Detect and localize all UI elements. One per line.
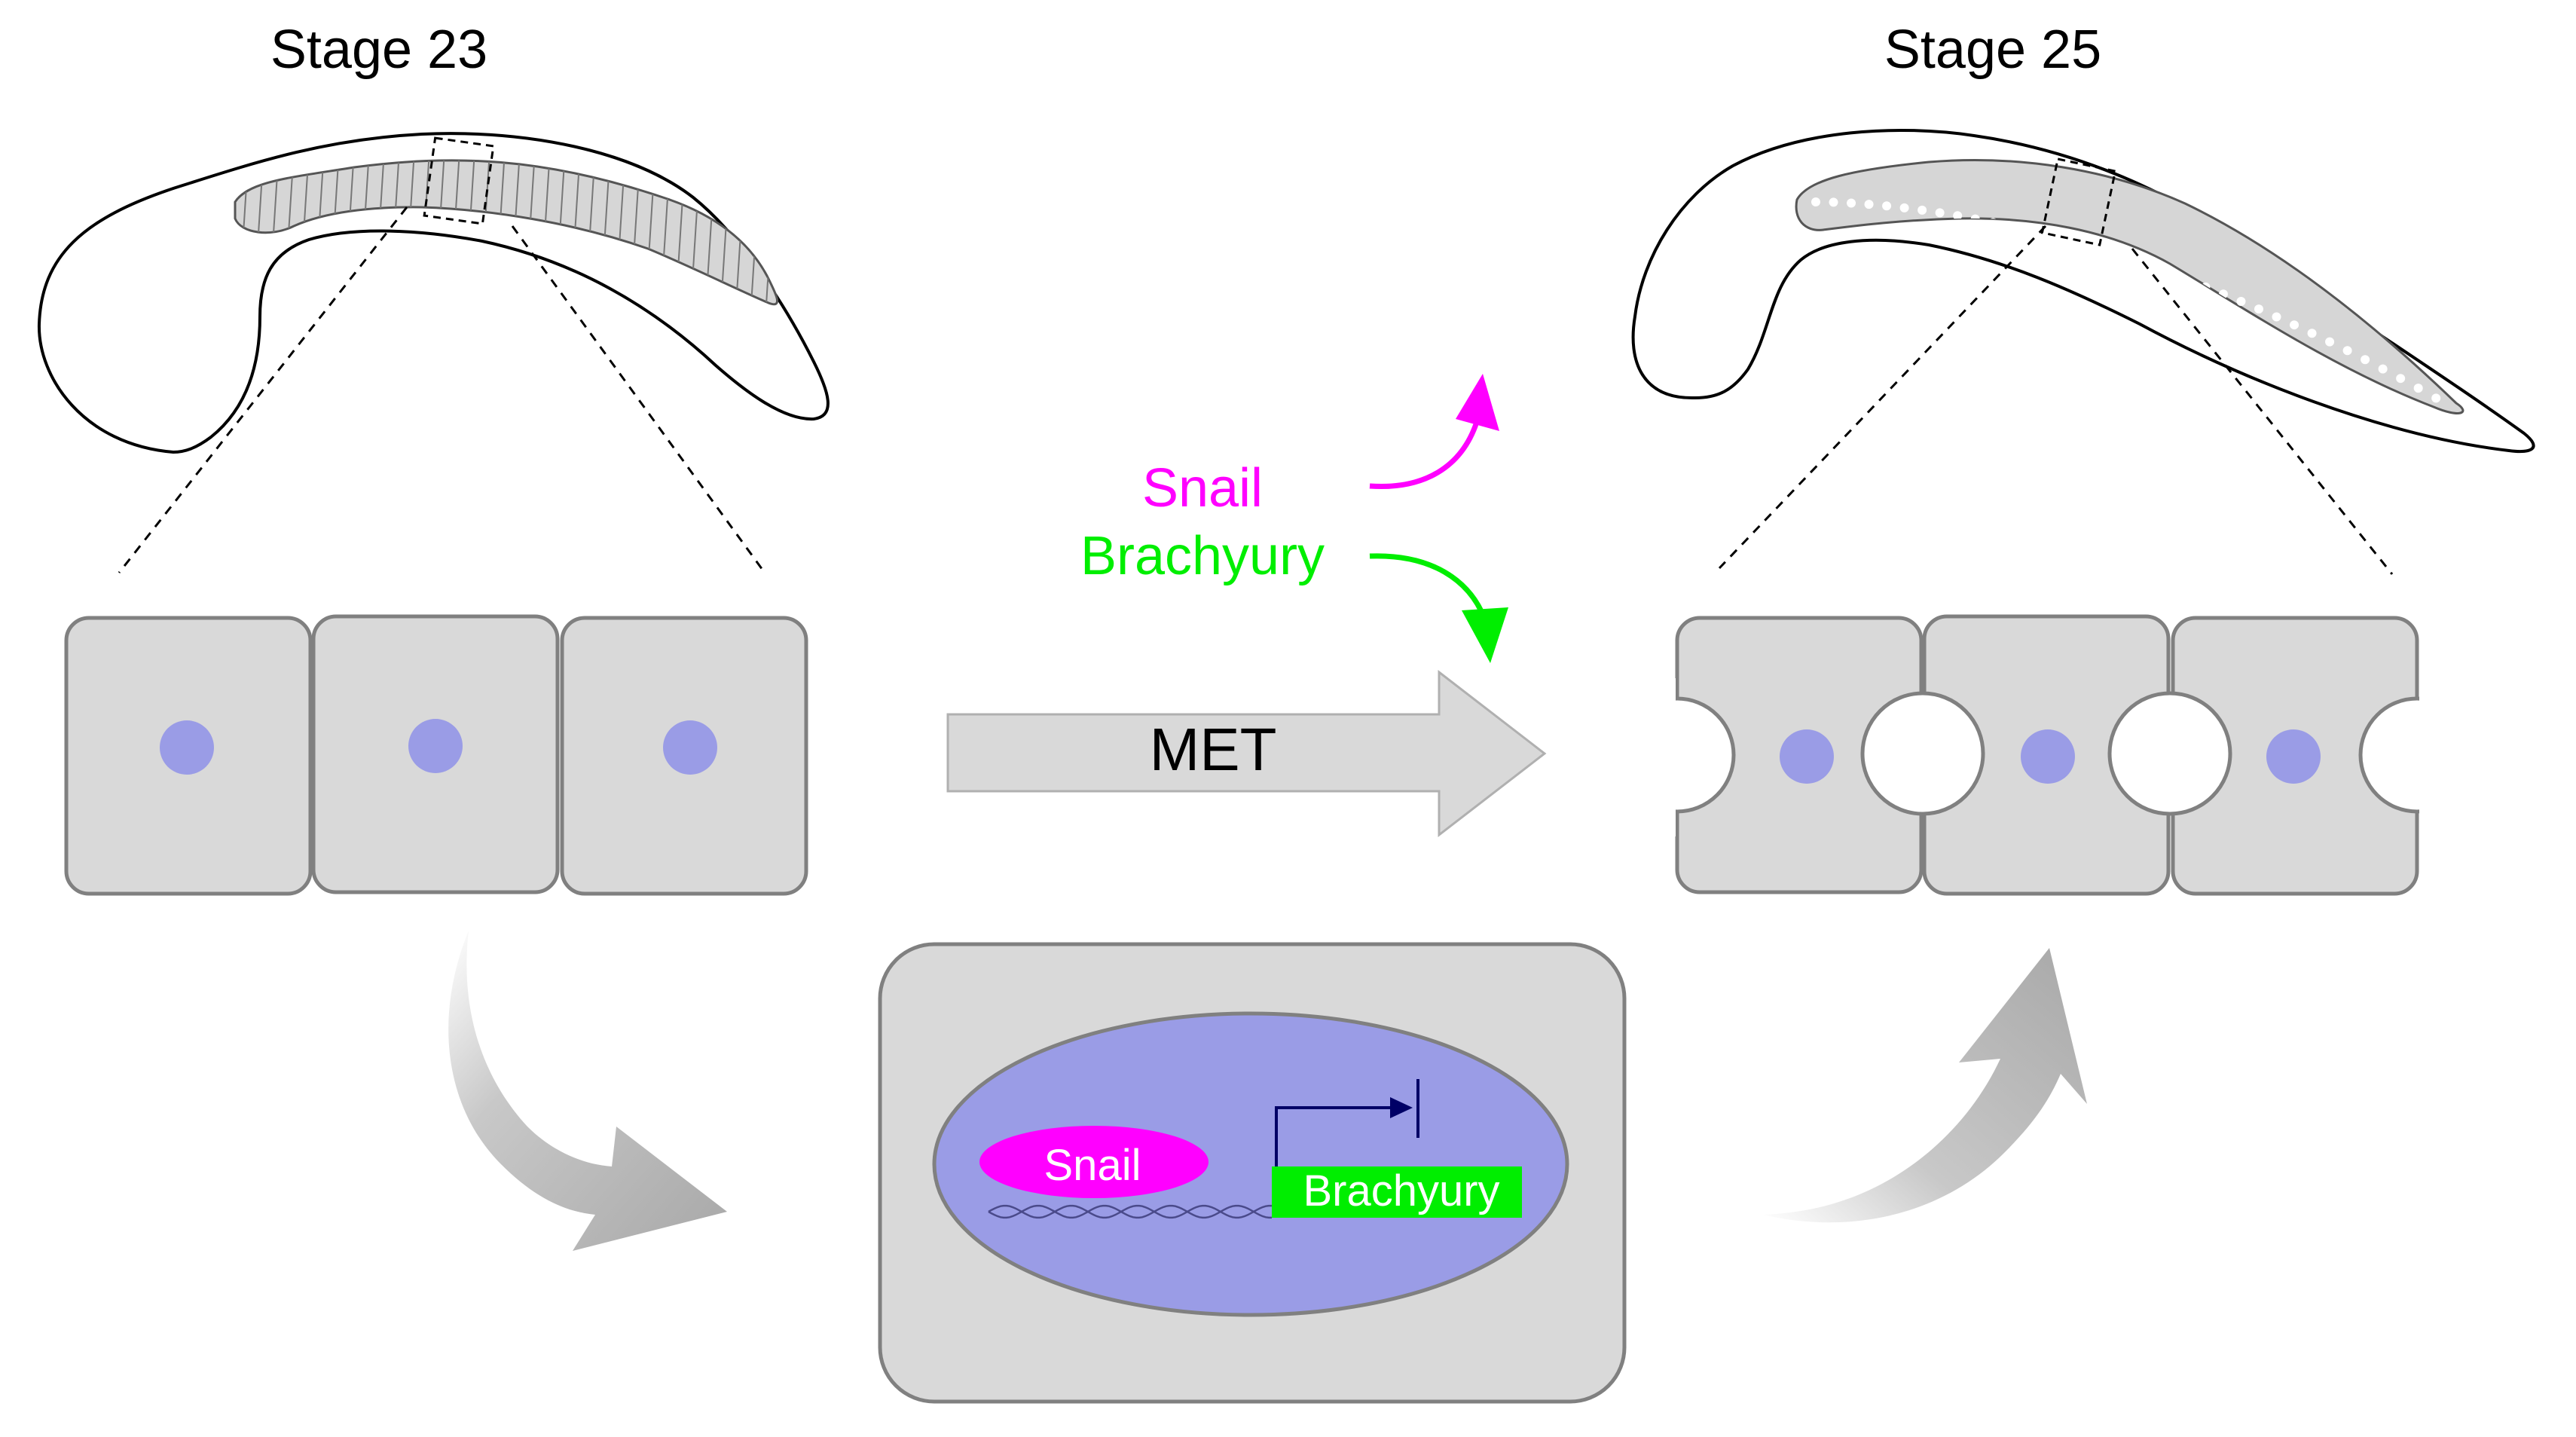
notochord-vacuole	[1847, 198, 1856, 208]
cells-stage-25	[1612, 614, 2483, 896]
zoom-box-right	[2040, 157, 2117, 246]
notochord-vacuole	[2325, 337, 2335, 347]
embryo-stage-23	[37, 132, 830, 573]
notochord-vacuole	[2272, 312, 2281, 322]
stage-25-title: Stage 25	[1884, 20, 2101, 80]
zoom-line-left-b	[511, 225, 764, 570]
notochord-vacuole	[2413, 384, 2423, 393]
notochord-stage-23	[234, 159, 779, 306]
enlarged-nucleus	[932, 1011, 1569, 1317]
nucleus-left-3	[663, 720, 717, 775]
snail-arrow	[1369, 420, 1480, 490]
stage-23-title: Stage 23	[270, 20, 487, 80]
brachyury-arrow	[1369, 553, 1487, 619]
nucleus-right-1	[1780, 729, 1834, 784]
notochord-vacuole	[2361, 355, 2370, 365]
notochord-vacuole	[2236, 297, 2246, 307]
promoter-arrow-icon	[1275, 1079, 1419, 1166]
brachyury-arrowhead	[1462, 607, 1508, 663]
zoom-line-right-b	[2131, 248, 2394, 575]
notochord-vacuole	[1882, 201, 1892, 211]
met-arrow: MET	[946, 669, 1547, 838]
notochord-vacuole	[2254, 304, 2263, 314]
nucleus-right-3	[2266, 729, 2321, 784]
vacuole-mask-right	[2419, 678, 2483, 836]
brachyury-gene-label: Brachyury	[1303, 1166, 1499, 1215]
notochord-vacuole	[1829, 197, 1838, 207]
nucleus-left-2	[408, 719, 463, 773]
notochord-vacuole	[1864, 200, 1874, 209]
snail-protein-label: Snail	[1044, 1141, 1141, 1190]
notochord-vacuole	[1953, 211, 1963, 221]
block-arrow-icon	[946, 669, 1547, 838]
nucleus-left-1	[160, 720, 214, 775]
notochord-vacuole	[2431, 393, 2441, 403]
notochord-vacuole	[1811, 197, 1820, 206]
snail-label: Snail	[1142, 458, 1263, 518]
notochord-vacuole	[1935, 208, 1945, 218]
vacuole-mask-left	[1612, 678, 1676, 836]
notochord-vacuole	[2342, 346, 2352, 356]
zoom-line-left-a	[118, 206, 408, 573]
notochord-vacuole	[2307, 329, 2317, 338]
brachyury-gene	[1272, 1166, 1522, 1218]
zoom-box-left	[423, 136, 495, 225]
notochord-vacuole	[1917, 205, 1927, 215]
notochord-stage-25	[1795, 158, 2464, 414]
nucleus-right-2	[2021, 729, 2075, 784]
dna-helix-icon	[988, 1204, 1272, 1219]
notochord-vacuole	[2378, 364, 2388, 374]
zoom-line-right-a	[1718, 225, 2047, 570]
embryo-stage-25	[1631, 128, 2535, 575]
met-label: MET	[1150, 716, 1277, 783]
notochord-vacuole	[2290, 320, 2299, 330]
vacuole-1	[1860, 691, 1985, 816]
curved-arrow-down	[448, 931, 727, 1251]
brachyury-label: Brachyury	[1080, 526, 1325, 586]
snail-protein	[979, 1126, 1209, 1198]
dna-strand	[988, 1204, 1272, 1219]
curved-arrow-up	[1763, 948, 2087, 1223]
snail-arrowhead	[1456, 374, 1499, 431]
dna-strand	[988, 1204, 1272, 1219]
notochord-vacuole	[1899, 203, 1909, 212]
cells-stage-23	[64, 614, 808, 896]
notochord-vacuole	[2396, 374, 2406, 384]
vacuole-2	[2107, 691, 2232, 816]
enlarged-cell: Snail Brachyury	[878, 942, 1627, 1404]
